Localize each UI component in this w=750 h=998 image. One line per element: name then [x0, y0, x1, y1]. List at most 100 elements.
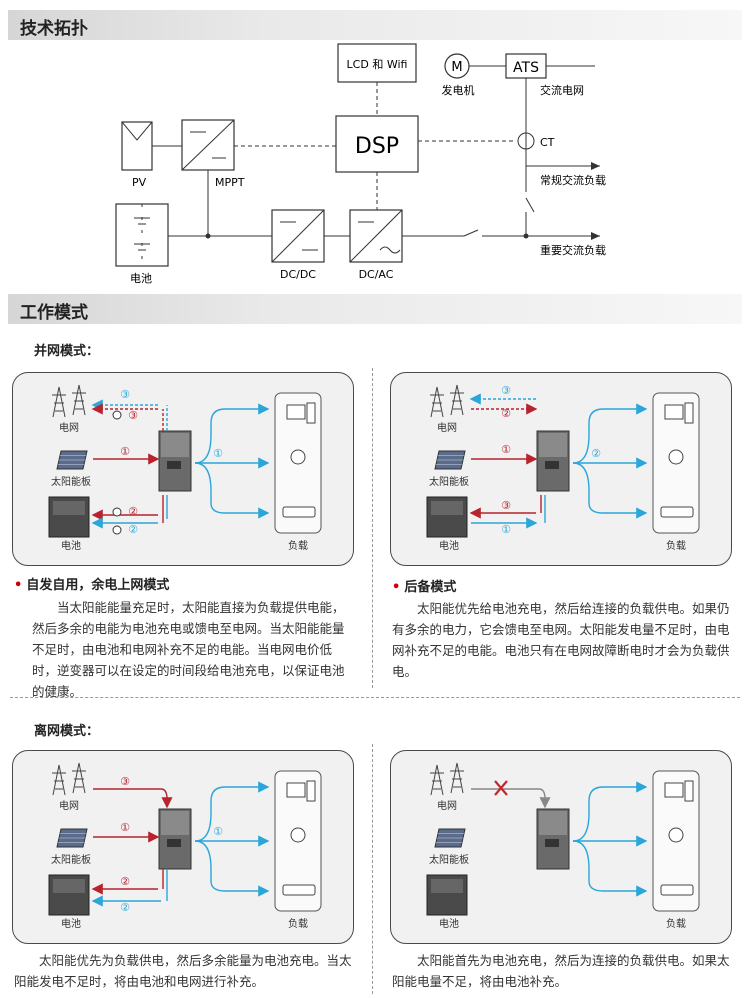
solar-num: ① [501, 443, 511, 456]
computer-icon [286, 404, 306, 420]
pc-tower-icon [306, 780, 316, 802]
battery-icon [426, 874, 468, 916]
grid-label: 电网 [59, 421, 79, 434]
backup-title: •后备模式 [392, 580, 457, 595]
load-label: 负载 [666, 539, 686, 552]
load-arrow-top [572, 781, 648, 842]
inverter-icon [158, 430, 192, 492]
battery-num-blue: ② [128, 523, 138, 536]
load-arrow-bottom [194, 462, 270, 519]
load-arrow-bottom [572, 462, 648, 519]
mppt-label: MPPT [215, 176, 245, 189]
air-conditioner-icon [660, 506, 694, 518]
computer-icon [664, 404, 684, 420]
switch-line [525, 197, 535, 213]
battery-label: 电池 [439, 917, 459, 930]
solar-num: ① [120, 445, 130, 458]
clock-icon-2 [112, 507, 122, 517]
normal-load-label: 常规交流负载 [540, 173, 606, 187]
solar-label: 太阳能板 [51, 475, 91, 488]
load-label: 负载 [666, 917, 686, 930]
grid-num-red: ② [501, 407, 511, 420]
clock-icon-3 [112, 525, 122, 535]
lcd-wifi-box [337, 43, 417, 83]
section-title-bar: 技术拓扑 [8, 10, 742, 40]
grid-tower-icon [430, 762, 464, 796]
load-num: ① [213, 447, 223, 460]
grid-tower-icon [52, 762, 86, 796]
generator-label: 发电机 [442, 83, 475, 97]
inverter-icon [536, 430, 570, 492]
battery-num-blue: ② [120, 901, 130, 914]
generator-m: M [451, 60, 462, 75]
mppt-diag [181, 119, 235, 171]
blocked-x-icon [494, 780, 508, 796]
lightbulb-icon [668, 827, 684, 843]
battery-num-red: ② [128, 505, 138, 518]
load-arrow-bottom [194, 840, 270, 897]
dcac-wave [379, 246, 401, 254]
grid-tower-icon [430, 384, 464, 418]
breaker-line [463, 229, 479, 237]
grid-num: ③ [120, 775, 130, 788]
grid-supply-arrow [93, 788, 173, 809]
backup-text: 太阳能优先给电池充电，然后给连接的负载供电。如果仍有多余的电力，它会馈电至电网。… [392, 601, 730, 679]
divider-vertical [372, 368, 373, 688]
load-arrow-top [194, 403, 270, 464]
panel-self-use: 电网太阳能板电池 负载 ③ ③ ① ② ② ① [12, 372, 354, 566]
solar-num: ① [120, 821, 130, 834]
grid-mode-title: 并网模式： [34, 344, 100, 359]
solar-panel-icon [56, 450, 88, 470]
pc-tower-icon [684, 780, 694, 802]
grid-label: 电网 [437, 421, 457, 434]
solar-panel-icon [434, 450, 466, 470]
air-conditioner-icon [282, 506, 316, 518]
solar-label: 太阳能板 [429, 475, 469, 488]
grid-num-blue: ③ [120, 388, 130, 401]
solar-label: 太阳能板 [429, 853, 469, 866]
load-arrow-top [572, 403, 648, 464]
ac-grid-label: 交流电网 [540, 83, 584, 97]
battery-label: 电池 [61, 539, 81, 552]
ct-symbol [517, 132, 535, 150]
dsp-label: DSP [355, 134, 399, 159]
grid-label: 电网 [59, 799, 79, 812]
topology-title: 技术拓扑 [20, 19, 88, 39]
inverter-icon [536, 808, 570, 870]
grid-num-red: ③ [128, 409, 138, 422]
load-label: 负载 [288, 539, 308, 552]
grid-num-blue: ③ [501, 384, 511, 397]
computer-icon [664, 782, 684, 798]
lightbulb-icon [290, 827, 306, 843]
grid-label: 电网 [437, 799, 457, 812]
air-conditioner-icon [660, 884, 694, 896]
pc-tower-icon [306, 402, 316, 424]
offgrid-mode-title: 离网模式： [34, 724, 100, 739]
solar-panel-icon [56, 828, 88, 848]
backup-title-text: 后备模式 [404, 580, 457, 595]
lightbulb-icon [290, 449, 306, 465]
dcdc-diag [271, 209, 325, 263]
battery-num-blue: ① [501, 523, 511, 536]
battery-icon [48, 496, 90, 538]
pv-panel [121, 121, 153, 171]
battery-label: 电池 [439, 539, 459, 552]
pv-mark [121, 121, 153, 141]
self-use-title-text: 自发自用，余电上网模式 [26, 578, 170, 593]
computer-icon [286, 782, 306, 798]
grid-tower-icon [52, 384, 86, 418]
clock-icon [112, 410, 122, 420]
dcdc-label: DC/DC [280, 268, 316, 281]
dcac-label: DC/AC [359, 268, 394, 281]
ct-label: CT [540, 136, 555, 149]
dsp-box [335, 115, 419, 173]
dcac-diag [349, 209, 403, 263]
battery-icon [48, 874, 90, 916]
panel-backup-diagram: 电网太阳能板电池负载③②①③①② [426, 384, 700, 552]
topology-diagram: LCD 和 Wifi DSP M 发电机 ATS 交流电网 CT 常规交流负载 … [115, 43, 606, 285]
panel-offgrid-a-diagram: 电网太阳能板电池负载③①②②① [48, 762, 322, 930]
